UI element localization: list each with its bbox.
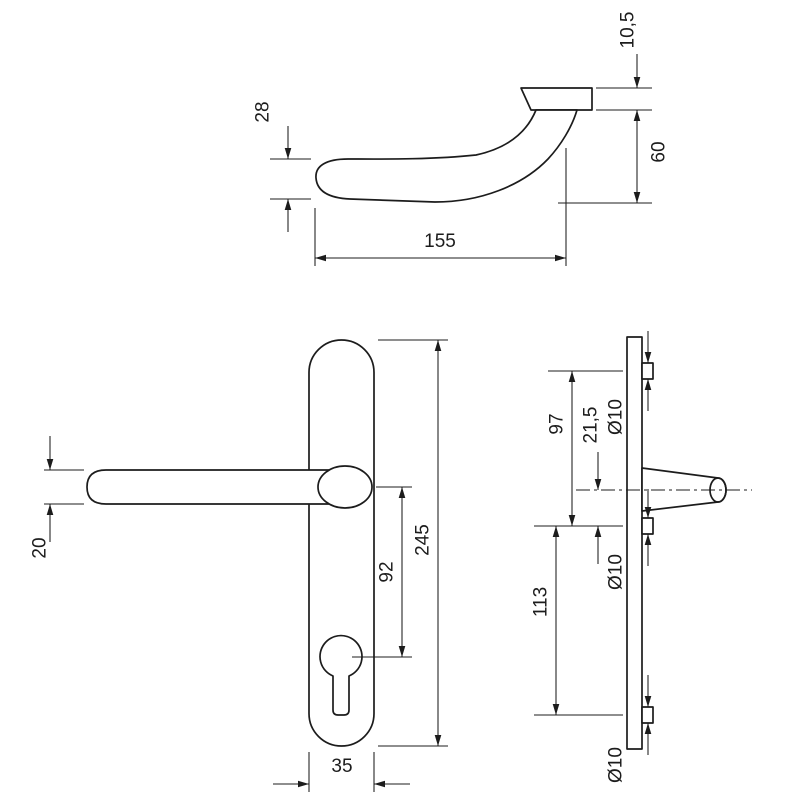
dim-label-97: 97 [547,413,568,434]
backplate-side [626,336,643,750]
handle-collar [317,465,373,509]
dim-label-20: 20 [30,537,51,558]
front-view: 20 92 245 35 [30,339,448,792]
dim-label-155: 155 [424,231,456,252]
dim-handle-length: 155 [314,148,567,266]
dim-label-dia10-middle: Ø10 [606,554,627,590]
handle-lever-profile [315,109,578,203]
dim-label-10-5: 10,5 [618,12,639,49]
dim-label-113: 113 [531,587,552,617]
dim-label-92: 92 [377,561,398,582]
dim-handle-height: 60 [633,110,670,203]
dim-handle-to-hole: 21,5 [581,407,602,564]
fixing-lug-top [641,362,654,380]
dim-label-245: 245 [413,524,434,556]
dim-hole-dia-bottom: Ø10 [606,675,652,783]
handle-neck-flange [520,87,593,111]
dim-label-60: 60 [649,141,670,162]
dim-label-dia10-bottom: Ø10 [606,747,627,783]
plate-side-view: 97 21,5 113 Ø10 Ø10 Ø10 [531,331,752,783]
dim-top-hole-spacing: 97 [547,371,576,526]
dim-label-21-5: 21,5 [581,407,602,444]
dim-lever-thickness: 20 [30,436,84,559]
dim-neck-offset: 10,5 [618,12,641,88]
dim-label-dia10-top: Ø10 [606,399,627,435]
fixing-lug-middle [641,517,654,535]
handle-side-view: 28 155 10,5 60 [253,12,670,266]
dim-plate-width: 35 [273,752,410,792]
dim-plate-length: 245 [378,339,448,747]
lever-front [86,469,341,505]
fixing-lug-bottom [641,706,654,724]
euro-cylinder-keyhole [319,634,363,716]
dim-bottom-hole-spacing: 113 [531,526,560,715]
dim-handle-to-cylinder: 92 [352,486,412,658]
dim-grip-height: 28 [253,101,311,232]
dim-hole-dia-middle: Ø10 [606,489,652,590]
dim-hole-dia-top: Ø10 [606,331,652,435]
dim-label-28: 28 [253,101,274,122]
dim-label-35: 35 [331,756,352,777]
